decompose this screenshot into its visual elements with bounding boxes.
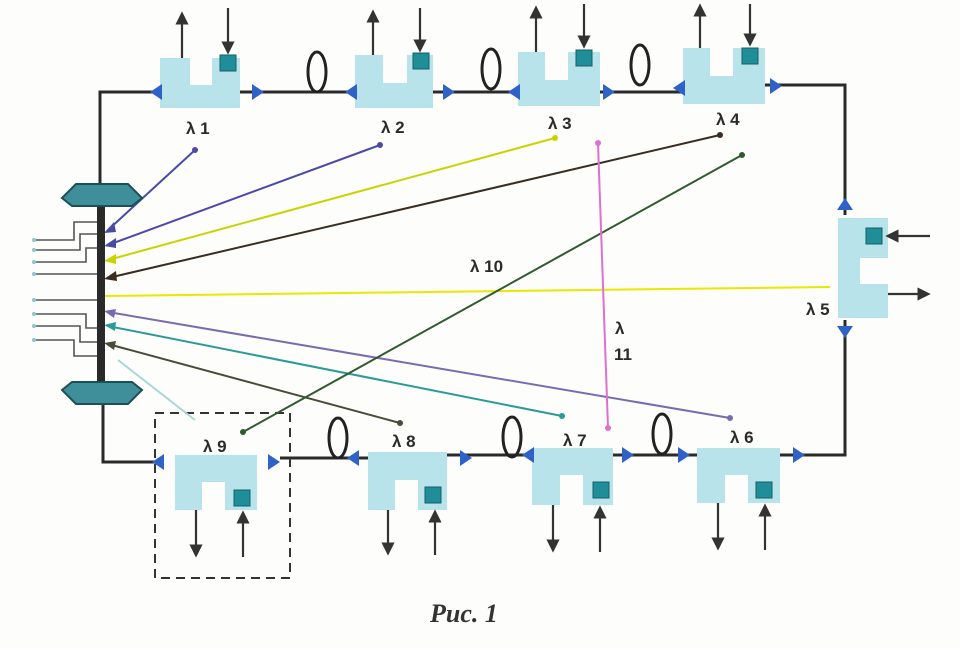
- node-l7: [532, 448, 613, 553]
- coupler-arrow-icon: [673, 80, 685, 96]
- path-l2: [107, 144, 381, 246]
- path-l11: [597, 142, 609, 429]
- wavelength-paths: [103, 132, 831, 435]
- fiber-delay-loop-icon: [501, 415, 523, 459]
- label-l3: λ 3: [548, 114, 572, 133]
- path-l5: [103, 286, 831, 297]
- fiber-delay-loop-icon: [629, 43, 651, 87]
- couplers: [150, 78, 853, 470]
- node-l3: [518, 4, 600, 106]
- coupler-arrow-icon: [678, 447, 690, 463]
- label-l4: λ 4: [716, 110, 740, 129]
- coupler-arrow-icon: [345, 84, 357, 100]
- coupler-arrow-icon: [252, 84, 264, 100]
- label-l1: λ 1: [186, 119, 210, 138]
- coupler-arrow-icon: [603, 84, 615, 100]
- label-l10: λ 10: [470, 257, 503, 276]
- path-l7: [107, 325, 563, 417]
- label-l6: λ 6: [730, 428, 754, 447]
- coupler-arrow-icon: [443, 84, 455, 100]
- label-l11-a: λ: [615, 319, 625, 338]
- label-l11-b: 11: [614, 345, 632, 364]
- node-l4: [683, 3, 765, 104]
- fiber-delay-loop-icon: [651, 412, 673, 456]
- wavelength-labels: λ 1 λ 2 λ 3 λ 4 λ 5 λ 6 λ 7 λ 8 λ 9 λ 10…: [186, 110, 830, 456]
- fiber-delay-loops: [306, 43, 673, 460]
- path-l8: [107, 343, 401, 424]
- label-l7: λ 7: [563, 431, 587, 450]
- dashed-node-frame: [154, 412, 291, 579]
- path-l10: [242, 154, 743, 433]
- node-l6: [697, 448, 780, 551]
- coupler-arrow-icon: [837, 198, 853, 210]
- path-l6: [107, 311, 731, 419]
- coupler-arrow-icon: [622, 447, 634, 463]
- coupler-arrow-icon: [268, 454, 280, 470]
- coupler-arrow-icon: [150, 84, 162, 100]
- figure-caption: Рис. 1: [429, 599, 498, 628]
- path-l9: [117, 359, 196, 421]
- fiber-delay-loop-icon: [480, 47, 502, 91]
- coupler-arrow-icon: [522, 447, 534, 463]
- node-l2: [355, 8, 433, 108]
- label-l5: λ 5: [806, 300, 830, 319]
- fiber-delay-loop-icon: [306, 50, 328, 94]
- coupler-arrow-icon: [347, 450, 359, 466]
- label-l8: λ 8: [392, 432, 416, 451]
- hub-multiplexer-icon: [32, 183, 144, 405]
- node-l8: [368, 452, 447, 556]
- node-l5: [838, 218, 931, 318]
- path-l1: [107, 149, 196, 231]
- path-l4: [107, 134, 721, 279]
- coupler-arrow-icon: [152, 454, 164, 470]
- coupler-arrow-icon: [460, 450, 472, 466]
- coupler-arrow-icon: [770, 78, 782, 94]
- coupler-arrow-icon: [793, 447, 805, 463]
- label-l9: λ 9: [203, 437, 227, 456]
- label-l2: λ 2: [381, 118, 405, 137]
- coupler-arrow-icon: [508, 84, 520, 100]
- node-l1: [160, 8, 240, 108]
- path-l3: [107, 137, 556, 261]
- node-l9: [154, 412, 291, 579]
- coupler-arrow-icon: [837, 326, 853, 338]
- fiber-delay-loop-icon: [327, 416, 349, 460]
